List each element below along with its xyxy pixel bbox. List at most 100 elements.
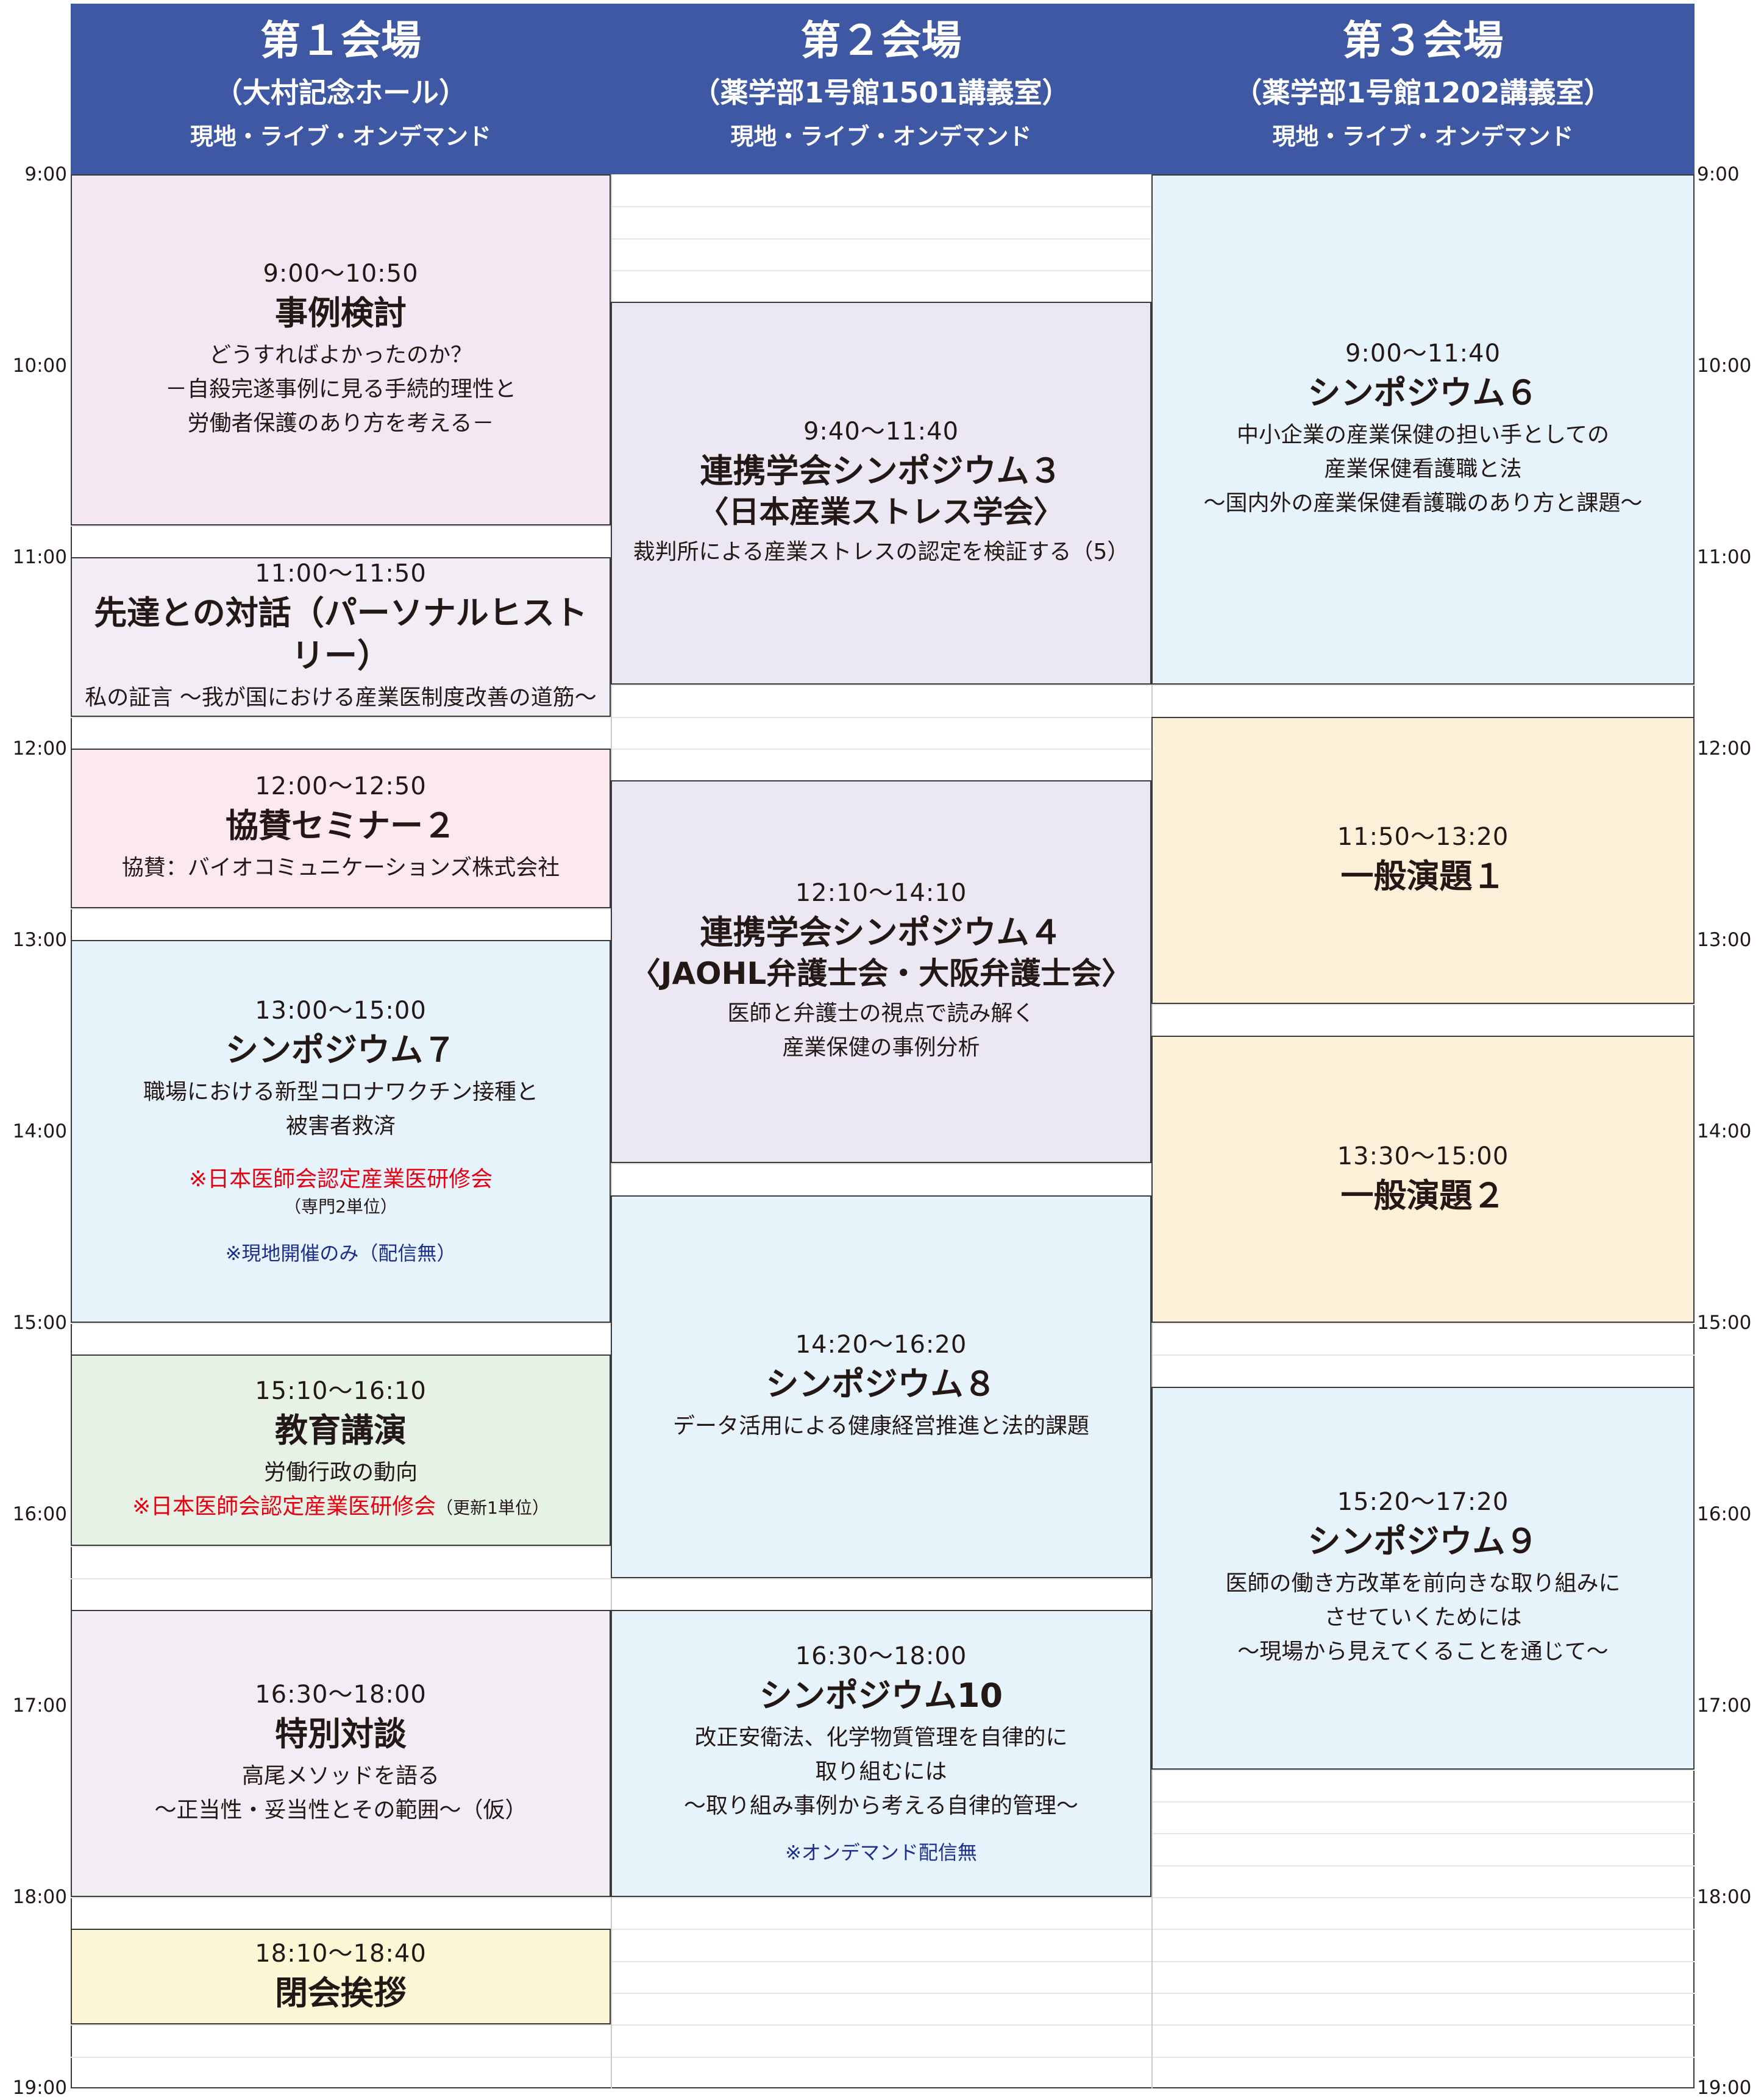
time-label-right: 18:00 [1697,1886,1752,1908]
session-title: 閉会挨拶 [275,1973,407,2012]
session-time: 9:00〜10:50 [263,259,419,288]
session-description: データ活用による健康経営推進と法的課題 [673,1413,1089,1439]
time-label-left: 12:00 [12,738,67,760]
gridline [71,749,1695,750]
session-description: 私の証言 〜我が国における産業医制度改善の道筋〜 [85,685,597,710]
session-description: 協賛：バイオコミュニケーションズ株式会社 [121,855,560,880]
venue-name: 第２会場 [800,17,962,64]
time-label-left: 19:00 [12,2077,67,2099]
session-time: 15:20〜17:20 [1337,1487,1509,1516]
time-label-right: 12:00 [1697,738,1752,760]
gridline [71,1163,1695,1165]
session-description: 高尾メソッドを語る 〜正当性・妥当性とその範囲〜（仮） [154,1763,527,1823]
venue-room: （薬学部1号館1202講義室） [1234,76,1612,109]
session-subtitle: 〈JAOHL弁護士会・大阪弁護士会〉 [630,956,1133,992]
session-block: 15:20〜17:20 シンポジウム９ 医師の働き方改革を前向きな取り組みに させて… [1151,1386,1695,1770]
session-title: 一般演題１ [1340,857,1506,896]
session-time: 12:00〜12:50 [255,772,427,800]
venue-name: 第１会場 [260,17,421,64]
time-label-left: 16:00 [12,1503,67,1525]
session-time: 16:30〜18:00 [255,1680,427,1709]
session-block: 15:10〜16:10 教育講演労働行政の動向 ※日本医師会認定産業医研修会（更新1… [71,1354,611,1547]
session-time: 9:40〜11:40 [803,418,959,446]
accreditation-line: ※日本医師会認定産業医研修会（更新1単位） [132,1490,549,1524]
venue-header-1: 第１会場 （大村記念ホール） 現地・ライブ・オンデマンド [71,4,611,174]
venue-mode: 現地・ライブ・オンデマンド [190,123,491,150]
venue-header-3: 第３会場 （薬学部1号館1202講義室） 現地・ライブ・オンデマンド [1151,4,1695,174]
gridline [71,238,1695,240]
session-description: 労働行政の動向 [263,1460,418,1486]
session-title: シンポジウム８ [766,1364,997,1403]
time-label-right: 17:00 [1697,1695,1752,1717]
gridline [71,1993,1695,1994]
session-description: 改正安衛法、化学物質管理を自律的に 取り組むには 〜取り組み事例から考える自律的… [684,1724,1078,1818]
time-label-left: 11:00 [12,546,67,568]
gridline [71,2024,1695,2026]
session-block: 9:00〜10:50 事例検討どうすればよかったのか？ －自殺完遂事例に見る手続的… [71,174,611,525]
session-description: 医師と弁護士の視点で読み解く 産業保健の事例分析 [727,1001,1035,1061]
accreditation-note: ※日本医師会認定産業医研修会 [188,1167,493,1192]
session-time: 11:00〜11:50 [255,559,427,588]
session-time: 13:00〜15:00 [255,997,427,1025]
gridline [71,1578,1695,1579]
session-time: 14:20〜16:20 [795,1330,967,1359]
session-description: 医師の働き方改革を前向きな取り組みに させていくためには 〜現場から見えてくるこ… [1225,1570,1621,1664]
session-title: 事例検討 [275,293,407,332]
schedule-grid: 第１会場 （大村記念ホール） 現地・ライブ・オンデマンド 第２会場 （薬学部1号… [71,0,1695,2099]
time-label-right: 16:00 [1697,1503,1752,1525]
time-label-right: 9:00 [1697,163,1740,185]
time-label-right: 14:00 [1697,1120,1752,1142]
gridline [71,270,1695,271]
delivery-note: ※現地開催のみ（配信無） [225,1242,457,1265]
session-time: 16:30〜18:00 [795,1642,967,1670]
time-label-right: 19:00 [1697,2077,1752,2099]
time-label-right: 13:00 [1697,929,1752,951]
session-title: 先達との対話（パーソナルヒストリー） [94,593,588,675]
session-title: 連携学会シンポジウム４ [700,913,1062,952]
session-description: どうすればよかったのか？ －自殺完遂事例に見る手続的理性と 労働者保護のあり方を… [165,342,516,436]
session-title: シンポジウム９ [1307,1522,1538,1561]
venue-name: 第３会場 [1342,17,1504,64]
session-title: 一般演題２ [1340,1176,1506,1215]
gridline [71,1960,1695,1962]
time-label-left: 17:00 [12,1695,67,1717]
gridline [71,1929,1695,1931]
time-label-left: 18:00 [12,1886,67,1908]
session-subtitle: 〈日本産業ストレス学会〉 [698,494,1064,530]
delivery-note: ※オンデマンド配信無 [785,1840,977,1864]
venue-header-2: 第２会場 （薬学部1号館1501講義室） 現地・ライブ・オンデマンド [611,4,1151,174]
gridline [71,685,1695,686]
session-title: 協賛セミナー２ [226,806,456,845]
session-title: 教育講演 [275,1411,407,1450]
session-block: 9:40〜11:40 連携学会シンポジウム３〈日本産業ストレス学会〉裁判所による産… [611,302,1151,685]
accreditation-note: ※日本医師会認定産業医研修会 [132,1494,436,1520]
session-title: シンポジウム７ [226,1031,456,1069]
time-label-right: 10:00 [1697,355,1752,377]
session-title: 連携学会シンポジウム３ [700,452,1062,491]
time-label-left: 13:00 [12,929,67,951]
session-block: 18:10〜18:40 閉会挨拶 [71,1929,611,2025]
time-label-left: 14:00 [12,1120,67,1142]
gridline [71,1897,1695,1898]
venue-mode: 現地・ライブ・オンデマンド [1272,123,1574,150]
session-block: 12:00〜12:50 協賛セミナー２ 協賛：バイオコミュニケーションズ株式会社 [71,749,611,908]
venue-room: （大村記念ホール） [215,76,467,109]
session-time: 15:10〜16:10 [255,1377,427,1406]
session-time: 11:50〜13:20 [1337,823,1509,852]
time-label-left: 10:00 [12,355,67,377]
time-label-left: 9:00 [24,163,67,185]
credit-note: （専門2単位） [284,1197,397,1217]
time-label-left: 15:00 [12,1312,67,1334]
venue-mode: 現地・ライブ・オンデマンド [730,123,1032,150]
session-description: 裁判所による産業ストレスの認定を検証する（5） [633,539,1129,565]
session-block: 14:20〜16:20 シンポジウム８ データ活用による健康経営推進と法的課題 [611,1195,1151,1578]
session-time: 18:10〜18:40 [255,1939,427,1968]
gridline [71,206,1695,208]
session-block: 11:50〜13:20 一般演題１ [1151,716,1695,1004]
